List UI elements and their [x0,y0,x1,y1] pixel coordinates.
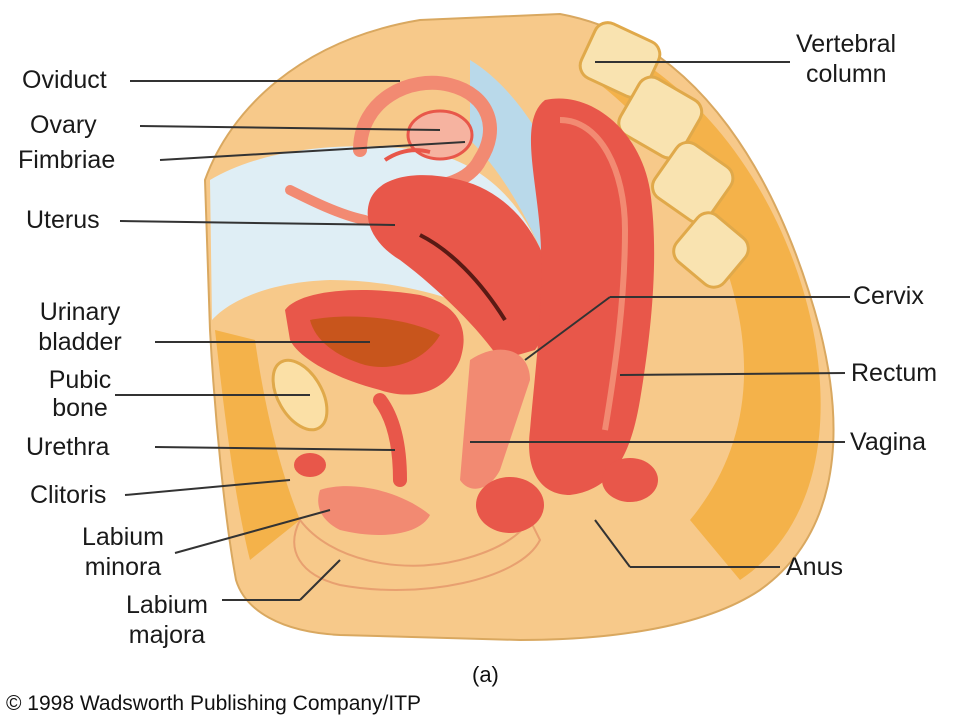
posterior-fat [580,40,821,580]
urethra-shape [373,393,407,487]
label-pubic-bone-1: Pubic [48,366,112,394]
uterine-cavity [419,233,507,322]
label-vagina: Vagina [850,428,926,456]
uterus-shape [367,175,551,360]
label-labium-majora-2: majora [128,621,206,649]
leader-uterus [119,220,396,226]
rectum-inner [559,117,629,431]
leader-labium-majora-2 [299,559,341,601]
label-oviduct: Oviduct [22,66,107,94]
label-labium-majora-1: Labium [126,591,208,619]
label-clitoris: Clitoris [30,481,107,509]
label-cervix: Cervix [853,282,924,310]
sphincter-posterior [602,458,658,502]
fimbriae-shape [383,148,431,162]
label-uterus: Uterus [26,206,100,234]
label-rectum: Rectum [851,359,938,387]
leader-cervix-2 [524,296,611,361]
label-urinary-bladder-1: Urinary [39,298,121,326]
leader-urethra [154,446,396,451]
vagina-shape [460,349,530,489]
anal-sphincter-shape [476,477,544,533]
labium-minora-shape [318,486,430,535]
leader-rectum [619,372,846,376]
label-vertebral-column-1: Vertebral [796,30,897,58]
label-anus: Anus [786,553,843,581]
label-labium-minora-2: minora [84,553,162,581]
label-labium-minora-1: Labium [82,523,164,551]
leader-clitoris [124,479,291,496]
label-pubic-bone-2: bone [52,394,108,422]
leader-ovary [139,125,441,131]
label-urethra: Urethra [26,433,110,461]
copyright-notice: © 1998 Wadsworth Publishing Company/ITP [6,692,422,715]
leader-anus-2 [594,519,631,568]
label-ovary: Ovary [30,111,97,139]
panel-label: (a) [472,662,499,687]
bladder-lumen [310,316,440,367]
label-fimbriae: Fimbriae [18,146,116,174]
anterior-fat [215,330,300,560]
vertebral-column-shape [578,21,750,289]
ovary-shape [406,109,474,161]
label-vertebral-column-2: column [806,60,887,88]
clitoris-shape [294,453,326,477]
leader-labium-minora [174,509,331,554]
leader-fimbriae [159,141,466,161]
leader-lines [115,61,850,601]
oviduct-shape [353,75,497,194]
round-ligament [285,185,370,225]
label-urinary-bladder-2: bladder [38,328,122,356]
